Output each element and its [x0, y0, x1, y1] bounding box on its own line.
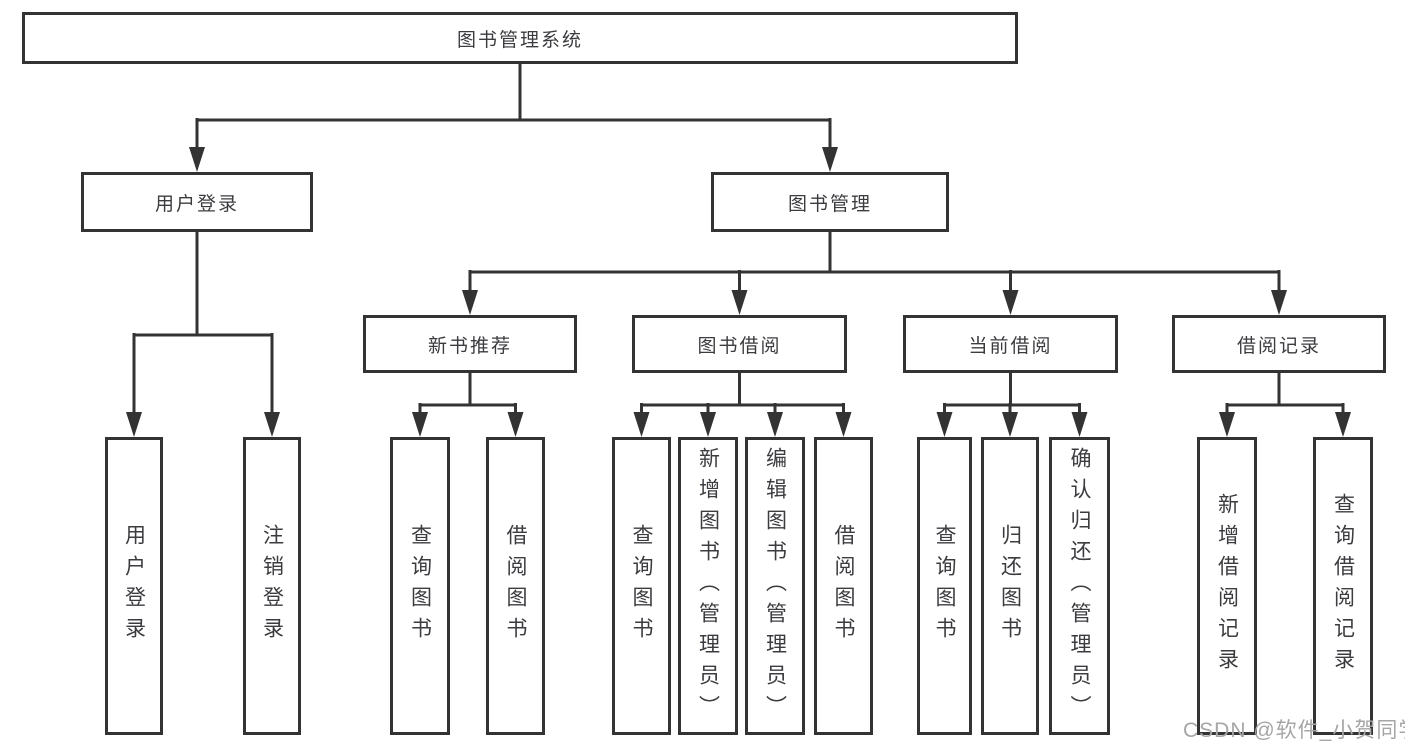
arrowheads: [126, 147, 1351, 437]
leaf-label: 查询借阅记录: [1331, 493, 1355, 679]
node-root-library-system: 图书管理系统: [22, 12, 1018, 64]
node-label: 当前借阅: [968, 335, 1053, 357]
leaf-logout: 注销登录: [243, 437, 301, 735]
leaf-label: 编辑图书（管理员）: [763, 446, 787, 726]
node-current-borrow: 当前借阅: [903, 315, 1118, 373]
leaf-borrow-books: 借阅图书: [814, 437, 873, 735]
leaf-query-books-current: 查询图书: [917, 437, 972, 735]
leaf-label: 查询图书: [630, 524, 653, 648]
leaf-query-borrow-record: 查询借阅记录: [1313, 437, 1373, 735]
csdn-watermark: CSDN @软件_小贺同学: [1183, 719, 1405, 742]
leaf-label: 借阅图书: [832, 524, 855, 648]
node-new-book-recommend: 新书推荐: [363, 315, 577, 373]
node-label: 用户登录: [154, 193, 239, 215]
leaf-label: 借阅图书: [504, 524, 527, 648]
leaf-label: 归还图书: [998, 524, 1022, 648]
leaf-add-books-admin: 新增图书（管理员）: [678, 437, 738, 735]
leaf-edit-books-admin: 编辑图书（管理员）: [745, 437, 805, 735]
leaf-add-borrow-record: 新增借阅记录: [1197, 437, 1257, 735]
node-label: 图书管理系统: [456, 29, 583, 51]
leaf-label: 用户登录: [122, 524, 146, 648]
leaf-label: 查询图书: [408, 524, 432, 648]
leaf-query-books-recommend: 查询图书: [390, 437, 450, 735]
node-label: 图书借阅: [697, 335, 782, 357]
leaf-label: 注销登录: [260, 524, 284, 648]
leaf-borrow-books-recommend: 借阅图书: [486, 437, 545, 735]
node-borrow-records: 借阅记录: [1172, 315, 1386, 373]
node-label: 新书推荐: [427, 335, 512, 357]
leaf-confirm-return-admin: 确认归还（管理员）: [1049, 437, 1110, 735]
node-book-borrow: 图书借阅: [632, 315, 847, 373]
leaf-query-books-borrow: 查询图书: [612, 437, 671, 735]
leaf-label: 查询图书: [933, 524, 956, 648]
leaf-return-books: 归还图书: [981, 437, 1039, 735]
node-book-management: 图书管理: [711, 172, 949, 232]
node-user-login: 用户登录: [81, 172, 313, 232]
leaf-label: 确认归还（管理员）: [1068, 446, 1091, 726]
node-label: 图书管理: [787, 193, 872, 215]
node-label: 借阅记录: [1236, 335, 1321, 357]
leaf-user-login: 用户登录: [105, 437, 163, 735]
leaf-label: 新增借阅记录: [1215, 493, 1239, 679]
leaf-label: 新增图书（管理员）: [696, 446, 720, 726]
